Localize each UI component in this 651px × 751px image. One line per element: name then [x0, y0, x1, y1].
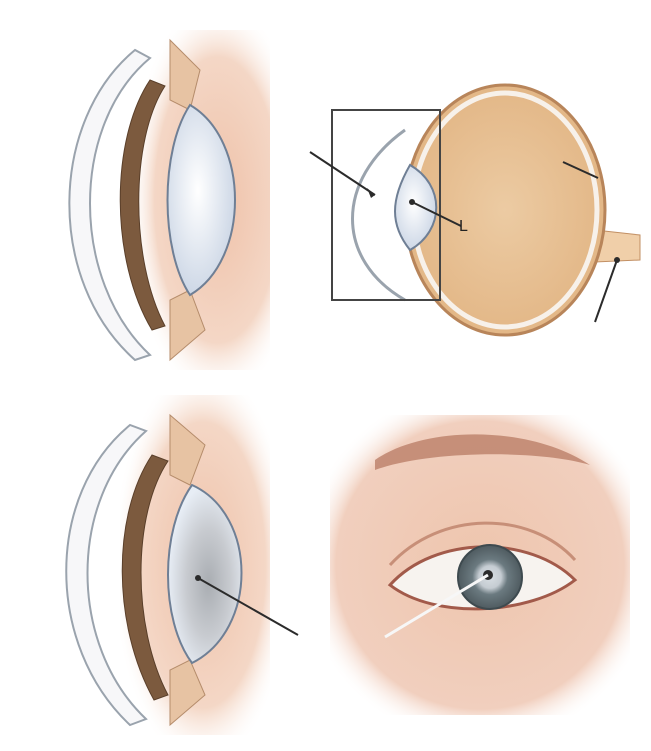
cataract-lens-cross-section — [40, 395, 315, 735]
normal-lens-illustration — [40, 30, 270, 370]
cataract-lens-illustration — [40, 395, 315, 735]
normal-lens-cross-section — [40, 30, 270, 370]
cataract-eye-external — [330, 415, 630, 715]
eye-globe-illustration — [295, 70, 651, 340]
external-eye-illustration — [330, 415, 630, 715]
whole-eye-cross-section — [295, 70, 651, 340]
optic-dot — [614, 257, 620, 263]
lens-dot — [409, 199, 415, 205]
callout-label-L: L — [459, 218, 468, 236]
arrowhead-cornea — [367, 188, 375, 198]
leader-line-optic-nerve — [595, 260, 617, 322]
